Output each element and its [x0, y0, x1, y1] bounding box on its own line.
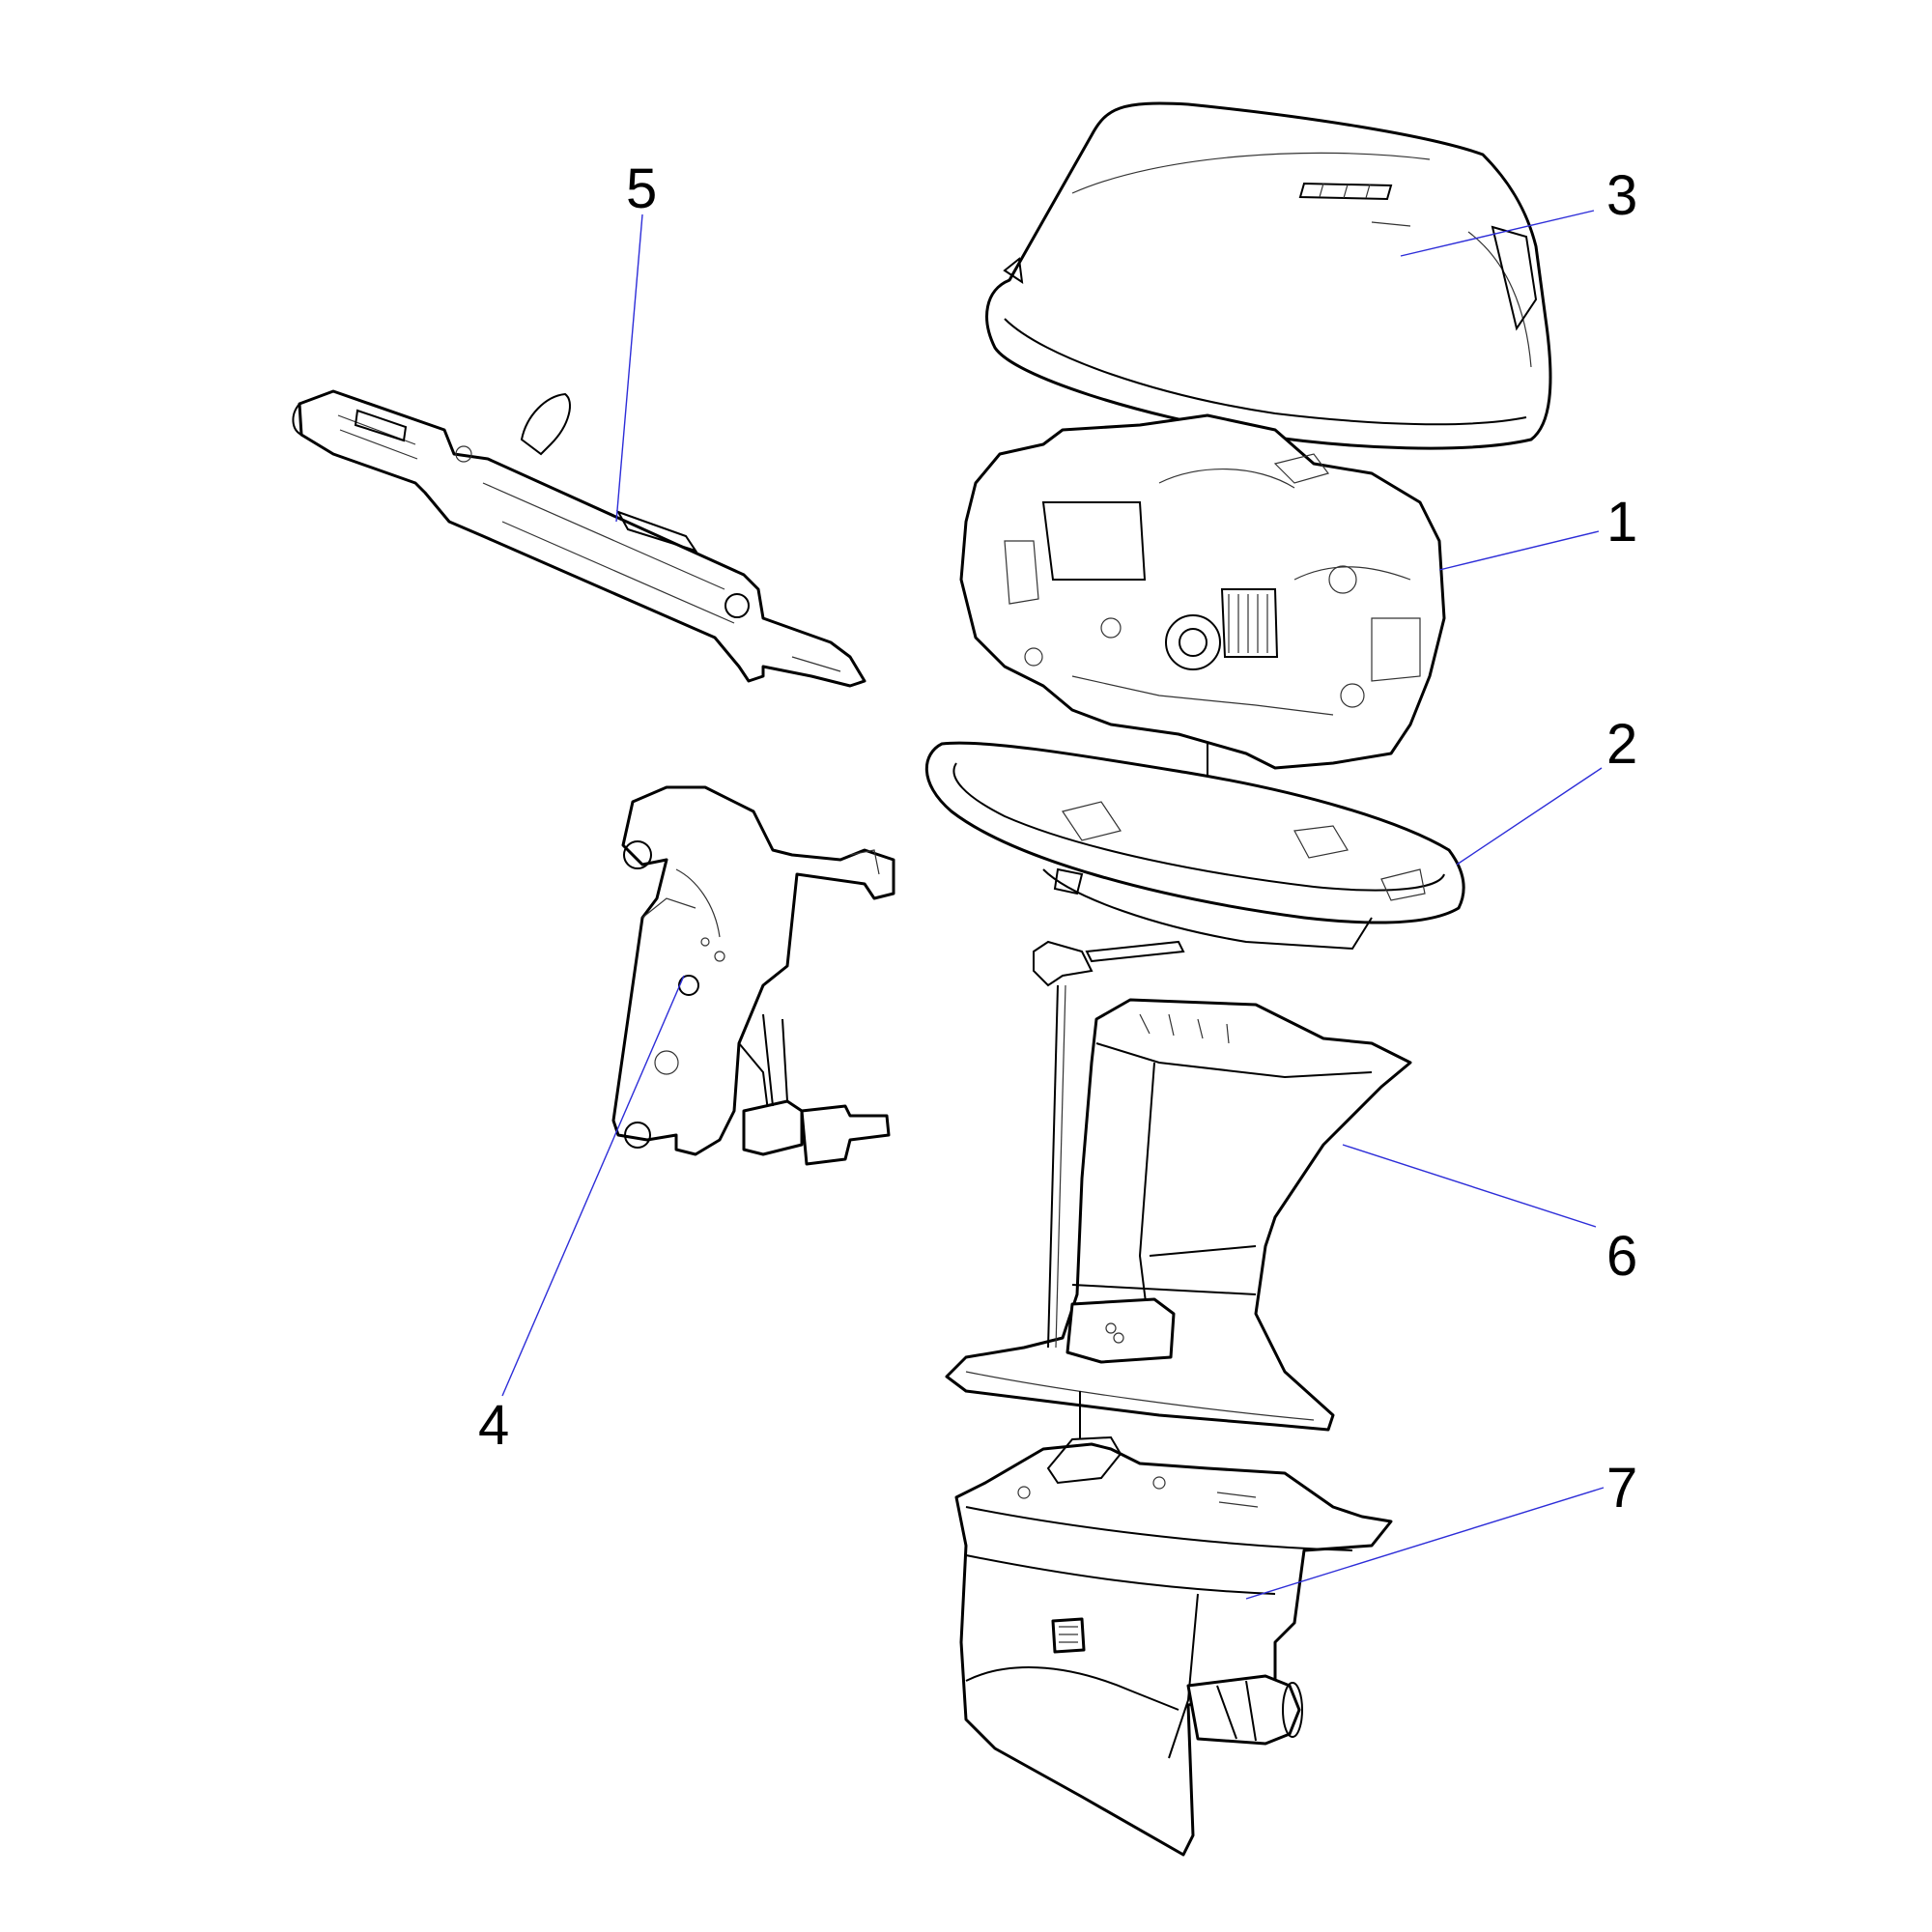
callout-3: 3 — [1606, 164, 1637, 227]
leader-line-3 — [1400, 210, 1595, 257]
leader-lines — [501, 210, 1605, 1600]
part-tiller-handle — [292, 389, 867, 688]
callout-7: 7 — [1606, 1457, 1637, 1520]
part-gearcase — [954, 1391, 1393, 1857]
callout-6: 6 — [1606, 1225, 1637, 1288]
callout-2: 2 — [1606, 713, 1637, 776]
leader-line-7 — [1245, 1487, 1605, 1600]
leader-line-4 — [501, 975, 685, 1397]
leader-line-6 — [1342, 1144, 1597, 1228]
leader-line-5 — [615, 213, 643, 523]
leader-line-1 — [1438, 530, 1600, 571]
callout-4: 4 — [478, 1394, 509, 1457]
part-powerhead — [959, 413, 1446, 802]
callout-5: 5 — [626, 157, 657, 220]
part-top-cowling — [985, 101, 1552, 450]
leader-line-2 — [1456, 767, 1603, 866]
part-midsection — [945, 940, 1412, 1432]
callout-1: 1 — [1606, 491, 1637, 554]
part-stern-bracket — [611, 785, 895, 1166]
part-bottom-cowling — [924, 741, 1465, 951]
